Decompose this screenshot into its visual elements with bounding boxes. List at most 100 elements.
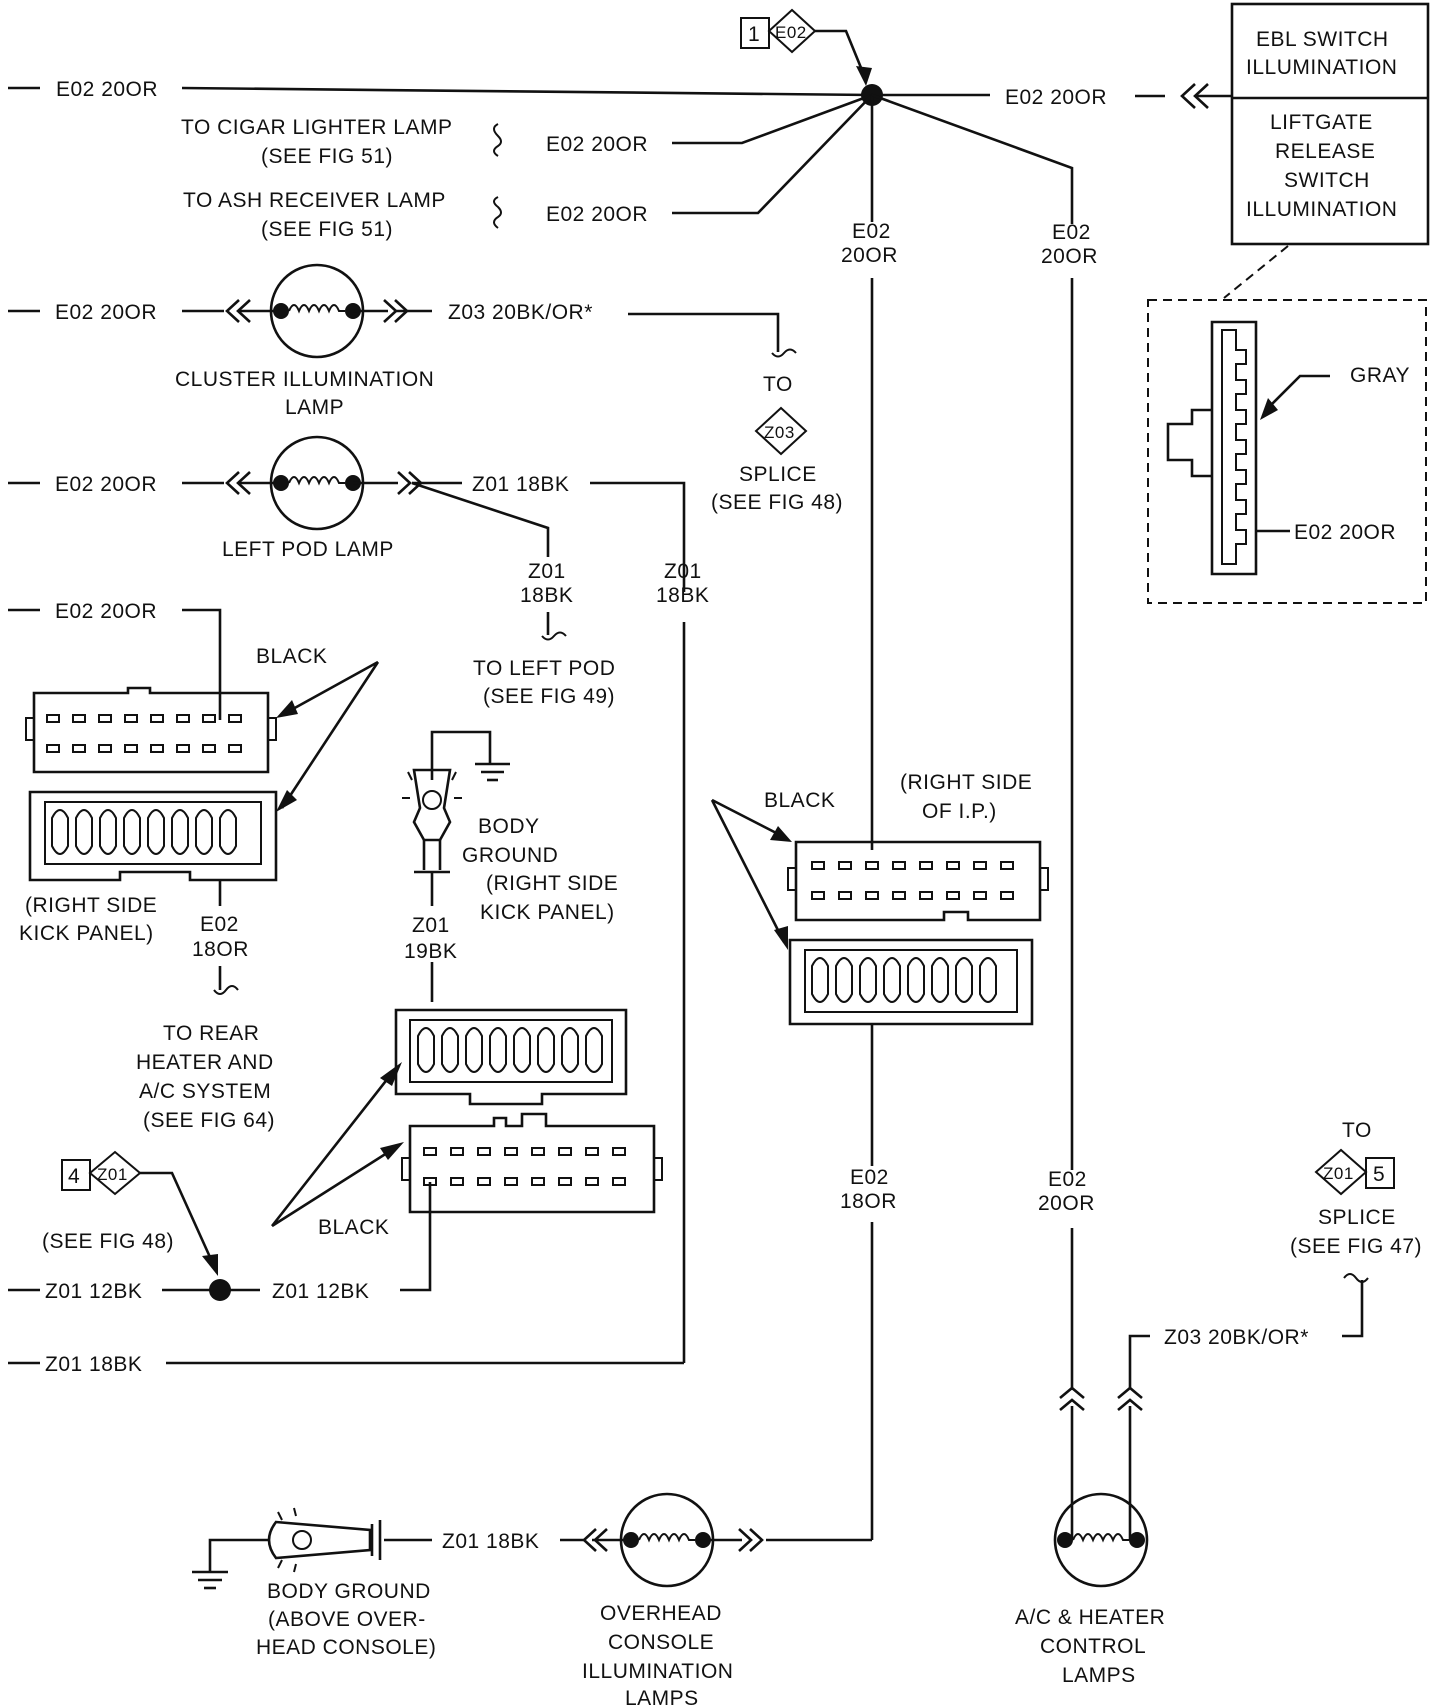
kick-out-line1: E02	[200, 913, 239, 936]
cluster-right-wire-label: Z03 20BK/OR*	[448, 301, 593, 324]
z03-bottom-label: Z03 20BK/OR*	[1164, 1326, 1309, 1349]
ohc-name-line4: LAMPS	[625, 1687, 699, 1708]
left-pod-lamp	[8, 435, 686, 1363]
z01-splice-right: Z01 5	[1314, 1148, 1395, 1196]
lower-black-label: BLACK	[318, 1216, 389, 1239]
cigar-wire-label: E02 20OR	[546, 133, 648, 156]
ref-e02-splice-1: 1 E02	[740, 8, 872, 86]
ip-out-line2: 18OR	[840, 1190, 897, 1213]
z01-vertical-line1: Z01	[664, 560, 702, 583]
ash-to-label: TO ASH RECEIVER LAMP	[183, 189, 446, 212]
splice-47-fig: (SEE FIG 47)	[1290, 1235, 1422, 1258]
z03-splice-ref: Z03	[754, 406, 808, 456]
kick-panel-connector	[8, 608, 380, 995]
body-ground-kick-panel	[402, 730, 510, 1002]
cigar-fig-label: (SEE FIG 51)	[261, 145, 393, 168]
kick-wire-label: E02 20OR	[55, 600, 157, 623]
pod-left-wire-label: E02 20OR	[55, 473, 157, 496]
z01-bottom-label: Z01 18BK	[45, 1353, 142, 1376]
ash-fig-label: (SEE FIG 51)	[261, 218, 393, 241]
middle-connector	[270, 1008, 663, 1292]
bg2-line1: BODY GROUND	[267, 1580, 431, 1603]
bg1-line2: GROUND	[462, 844, 558, 867]
bg2-wire-label: Z01 18BK	[442, 1530, 539, 1553]
wire-label-top-right: E02 20OR	[1005, 86, 1107, 109]
svg-text:1: 1	[748, 23, 760, 46]
ebl-liftgate-switch-box	[1147, 2, 1430, 604]
cluster-name-line2: LAMP	[285, 396, 344, 419]
wire-label-top-left: E02 20OR	[56, 78, 158, 101]
rear-line1: TO REAR	[163, 1022, 259, 1045]
ac-wire-line1: E02	[1048, 1168, 1087, 1191]
pod-right-wire-label: Z01 18BK	[472, 473, 569, 496]
lift-line4: ILLUMINATION	[1246, 198, 1397, 221]
kick-black-label: BLACK	[256, 645, 327, 668]
bg2-line2: (ABOVE OVER-	[268, 1608, 426, 1631]
ash-wire-label: E02 20OR	[546, 203, 648, 226]
right-wire-a-line1: E02	[852, 220, 891, 243]
kick-name-line1: (RIGHT SIDE	[25, 894, 157, 917]
pod-to-line1: TO LEFT POD	[473, 657, 615, 680]
ohc-name-line1: OVERHEAD	[600, 1602, 722, 1625]
cluster-illumination-lamp	[8, 263, 797, 359]
svg-text:Z01: Z01	[97, 1165, 128, 1184]
ach-name-line1: A/C & HEATER	[1015, 1606, 1165, 1629]
bg1-line3: (RIGHT SIDE	[486, 872, 618, 895]
ac-heater-control-lamps	[1053, 1273, 1369, 1588]
lift-line2: RELEASE	[1275, 140, 1375, 163]
to-z01-5-label: TO	[1342, 1119, 1372, 1142]
cluster-left-wire-label: E02 20OR	[55, 301, 157, 324]
z01-12bk-right-label: Z01 12BK	[272, 1280, 369, 1303]
switch-wire-label: E02 20OR	[1294, 521, 1396, 544]
ip-name-line1: (RIGHT SIDE	[900, 771, 1032, 794]
kick-out-line2: 18OR	[192, 938, 249, 961]
ip-out-line1: E02	[850, 1166, 889, 1189]
right-wire-b-line2: 20OR	[1041, 245, 1098, 268]
svg-text:5: 5	[1373, 1163, 1385, 1186]
svg-text:Z03: Z03	[764, 423, 795, 442]
cigar-ash-branches	[493, 93, 873, 229]
ac-wire-line2: 20OR	[1038, 1192, 1095, 1215]
z01-12bk-left-label: Z01 12BK	[45, 1280, 142, 1303]
splice-47-name: SPLICE	[1318, 1206, 1396, 1229]
pod-branch-line2: 18BK	[520, 584, 573, 607]
svg-text:4: 4	[68, 1165, 80, 1188]
lift-line3: SWITCH	[1284, 169, 1370, 192]
ach-name-line2: CONTROL	[1040, 1635, 1146, 1658]
kick-name-line2: KICK PANEL)	[19, 922, 154, 945]
ip-name-line2: OF I.P.)	[922, 800, 997, 823]
pod-name: LEFT POD LAMP	[222, 538, 394, 561]
main-bus	[8, 83, 1232, 109]
to-z03-label: TO	[763, 373, 793, 396]
lift-line1: LIFTGATE	[1270, 111, 1373, 134]
ohc-name-line2: CONSOLE	[608, 1631, 714, 1654]
z01-12bk-splice-dot	[209, 1279, 231, 1301]
ohc-name-line3: ILLUMINATION	[582, 1660, 733, 1683]
cluster-name-line1: CLUSTER ILLUMINATION	[175, 368, 434, 391]
overhead-console-lamp	[560, 1492, 872, 1588]
ebl-line2: ILLUMINATION	[1246, 56, 1397, 79]
ip-connector	[710, 798, 1049, 1540]
body-ground-overhead	[192, 1507, 432, 1590]
z03-splice-name: SPLICE	[739, 463, 817, 486]
gray-label: GRAY	[1350, 364, 1410, 387]
pod-to-line2: (SEE FIG 49)	[483, 685, 615, 708]
ip-black-label: BLACK	[764, 789, 835, 812]
rear-line2: HEATER AND	[136, 1051, 274, 1074]
ebl-line1: EBL SWITCH	[1256, 28, 1389, 51]
z01-splice-left: 4 Z01	[8, 1150, 260, 1301]
z01-fig-label: (SEE FIG 48)	[42, 1230, 174, 1253]
right-vertical-wires	[870, 93, 1074, 1390]
bg2-line3: HEAD CONSOLE)	[256, 1636, 436, 1659]
z01-vertical-line2: 18BK	[656, 584, 709, 607]
pod-branch-line1: Z01	[528, 560, 566, 583]
rear-line4: (SEE FIG 64)	[143, 1109, 275, 1132]
bg1-line4: KICK PANEL)	[480, 901, 615, 924]
rear-line3: A/C SYSTEM	[139, 1080, 271, 1103]
right-wire-a-line2: 20OR	[841, 244, 898, 267]
ach-name-line3: LAMPS	[1062, 1664, 1136, 1687]
svg-text:Z01: Z01	[1323, 1164, 1354, 1183]
right-wire-b-line1: E02	[1052, 221, 1091, 244]
bg1-line1: BODY	[478, 815, 540, 838]
